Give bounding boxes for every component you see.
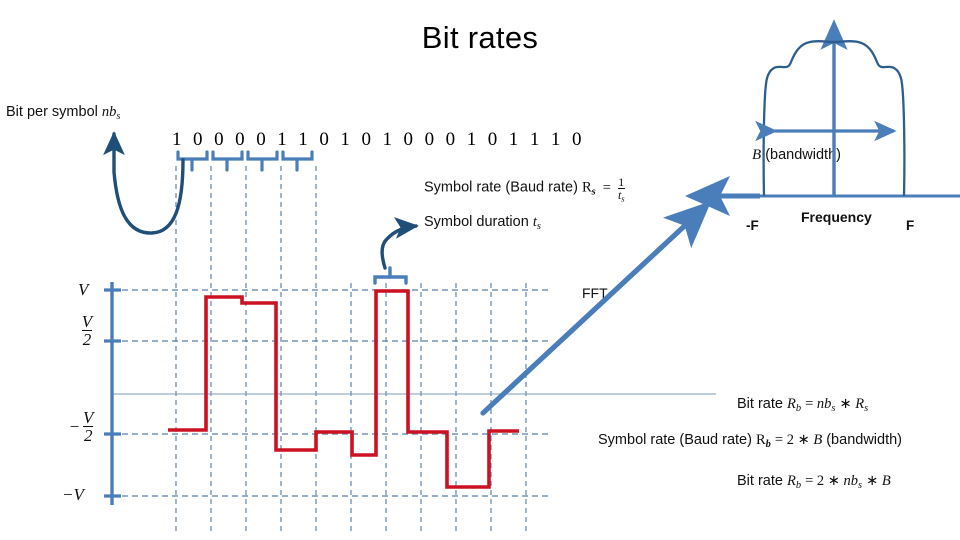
y-tick-fraction-2: V 2 — [83, 408, 94, 445]
symbol-rate-den-sym: t — [617, 188, 622, 203]
eq3-nbs-sub: s — [858, 479, 863, 491]
eq2-rb: R — [755, 432, 766, 448]
bit-per-symbol-subscript: s — [116, 110, 121, 122]
bit-sequence: 1 0 0 0 0 1 1 0 1 0 1 0 0 0 1 0 1 1 1 0 — [172, 129, 585, 150]
equation-symbol-rate-bandwidth: Symbol rate (Baud rate) Rb = 2 ∗ B (band… — [598, 432, 902, 450]
eq1-rs-sub: s — [864, 402, 869, 414]
equation-2-text: Symbol rate (Baud rate) — [598, 432, 756, 448]
bandwidth-label: B (bandwidth) — [752, 147, 841, 164]
fft-arrow — [480, 201, 712, 416]
frequency-axis-label: Frequency — [801, 209, 872, 225]
eq3-rb: R — [786, 473, 796, 489]
eq1-rs: R — [855, 396, 865, 412]
y-tick-label-v-over-2: V 2 — [76, 313, 98, 348]
y-tick-2-den: 2 — [83, 426, 94, 445]
symbol-rate-numerator: 1 — [618, 175, 625, 189]
symbol-duration-symbol: t — [532, 214, 537, 230]
y-tick-1-num: V — [81, 312, 93, 331]
symbol-rate-equation: Symbol rate (Baud rate) Rs = 1 ts — [424, 176, 625, 204]
eq3-b: B — [881, 473, 891, 489]
symbol-duration-arrow — [380, 217, 419, 270]
bandwidth-text: (bandwidth) — [761, 147, 841, 163]
symbol-duration-subscript: s — [536, 220, 541, 232]
y-axis — [104, 282, 121, 505]
bit-per-symbol-label: Bit per symbol nbs — [6, 104, 120, 123]
eq1-nbs-sub: s — [831, 402, 836, 414]
bit-group-brackets — [176, 150, 314, 172]
symbol-rate-fraction: 1 ts — [617, 175, 625, 204]
eq2-bandwidth-text: (bandwidth) — [822, 432, 902, 448]
spectrum-envelope — [762, 39, 906, 197]
level-gridlines — [112, 289, 548, 497]
signal-waveform — [168, 289, 519, 489]
y-tick-2-sign: − — [68, 416, 81, 436]
fft-label: FFT — [582, 285, 608, 301]
eq2-rb-sub: b — [765, 438, 771, 450]
eq2-b: B — [813, 432, 823, 448]
y-tick-label-neg-v-over-2: − V 2 — [60, 409, 102, 444]
bit-per-symbol-text: Bit per symbol — [6, 104, 102, 120]
equation-bit-rate-2: Bit rate Rb = 2 ∗ nbs ∗ B — [737, 473, 891, 491]
symbol-boundary-gridlines — [175, 166, 527, 532]
symbol-duration-bracket — [373, 266, 408, 285]
symbol-rate-denominator: ts — [617, 188, 625, 204]
symbol-duration-label: Symbol duration ts — [424, 214, 541, 233]
bit-per-symbol-symbol: nb — [101, 104, 117, 120]
equation-bit-rate-1: Bit rate Rb = nbs ∗ Rs — [737, 396, 869, 414]
frequency-tick-positive-f: F — [906, 218, 915, 233]
eq1-rb-sub: b — [795, 402, 802, 414]
equation-3-text: Bit rate — [737, 473, 787, 489]
page-title: Bit rates — [421, 20, 539, 55]
symbol-rate-equals: = — [602, 179, 611, 196]
symbol-rate-lhs: R — [581, 179, 592, 196]
symbol-duration-text: Symbol duration — [424, 214, 533, 230]
y-tick-label-v: V — [78, 280, 89, 299]
symbol-rate-den-sub: s — [621, 193, 625, 204]
eq3-nbs: nb — [843, 473, 859, 489]
symbol-rate-text: Symbol rate (Baud rate) — [424, 179, 582, 196]
eq3-rb-sub: b — [795, 479, 802, 491]
symbol-rate-lhs-sub: s — [591, 186, 596, 198]
bit-per-symbol-arrow — [103, 131, 185, 235]
frequency-tick-negative-f: -F — [746, 218, 759, 233]
eq1-nbs: nb — [816, 396, 832, 412]
y-tick-fraction-1: V 2 — [81, 312, 93, 349]
y-tick-1-den: 2 — [81, 330, 93, 349]
equation-1-text: Bit rate — [737, 396, 787, 412]
y-tick-2-num: V — [83, 408, 94, 427]
eq1-rb: R — [786, 396, 796, 412]
y-tick-label-neg-v: −V — [62, 485, 84, 504]
bandwidth-symbol: B — [752, 147, 762, 163]
